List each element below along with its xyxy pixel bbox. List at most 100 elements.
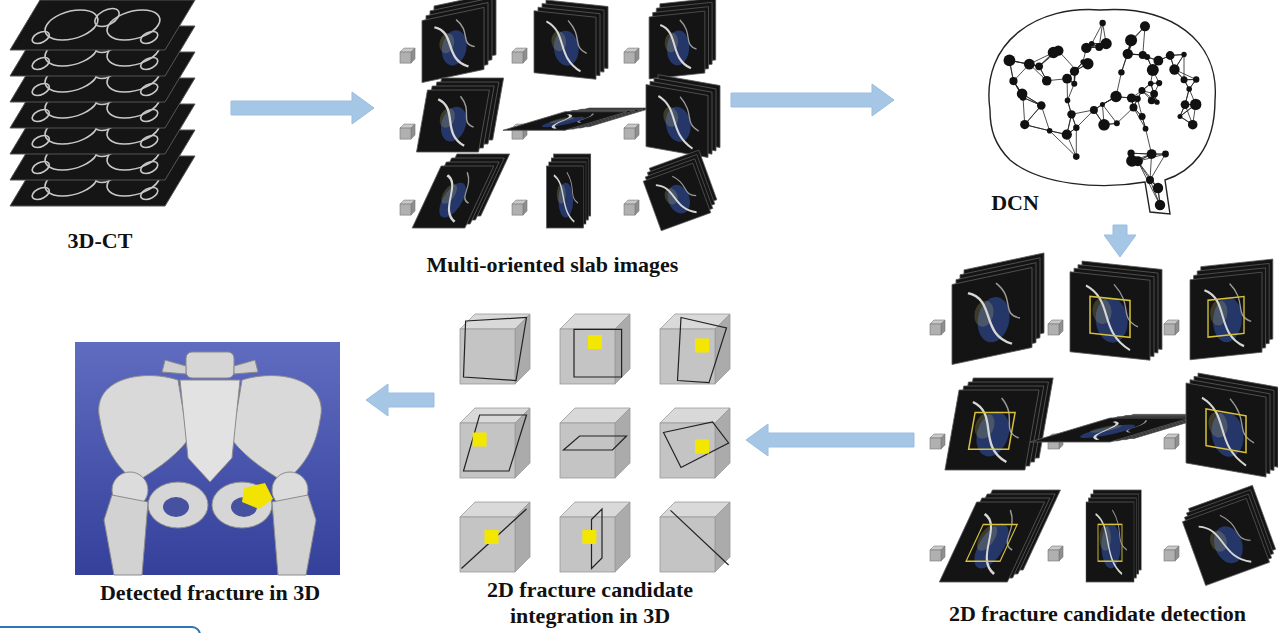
network-neuron [1123,49,1133,59]
network-neuron [1129,104,1137,112]
icon-front [400,128,411,139]
bone-edge [672,171,696,201]
slab-image [1070,272,1150,360]
bone-edge [1114,284,1138,327]
detection-grid [930,253,1278,586]
slab-grid [400,0,720,231]
tissue-tint [533,117,593,127]
network-neuron [1181,76,1188,83]
stage-node: 3D-CT [5,0,225,262]
bone-edge [1220,508,1251,547]
bone-edge [658,96,692,149]
network-neuron [1024,59,1035,70]
flow-arrow [1104,225,1136,257]
bone-outline [29,188,52,200]
network-neuron [1148,81,1154,87]
stage-node: 2D fracture candidate integration in 3D [440,305,740,631]
bone-outline [91,8,124,26]
tissue-tint [545,117,580,123]
network-neuron [1140,21,1150,31]
network-link [1076,128,1077,157]
slab-stack [945,378,1053,470]
bone-edge [453,172,483,203]
slab-image [1086,502,1134,582]
network-neuron [1153,56,1163,66]
icon-side [411,48,415,63]
icon-front [930,438,941,449]
cube-front [460,329,515,384]
bone-edge [995,398,1026,438]
sacrum [180,380,240,482]
slab-group [945,378,1053,470]
slab-group [1190,259,1273,360]
bone-outline [29,110,52,122]
bone-edge [562,114,612,123]
slab-stack [1070,260,1162,362]
network-neuron [1098,119,1110,131]
arrow-shape [231,92,374,124]
icon-side [1059,546,1063,561]
arrow-shape [746,424,914,456]
slice-plane [464,415,527,471]
slab-image [643,163,711,231]
icon-side [1175,546,1179,561]
orientation-icon [512,48,527,63]
bone-outline [138,188,161,200]
icon-front [1164,324,1175,335]
icon-side [635,200,639,215]
tissue-tint [973,413,997,439]
bone-edge [1230,281,1252,323]
bone-edge [567,172,578,203]
slab-image [649,11,705,79]
network-neuron [1114,120,1120,126]
bone-outline [29,136,52,148]
icon-front [624,204,635,215]
slab-stack [503,108,651,130]
slice-plane [464,318,527,381]
bone-edge [1086,285,1130,350]
stage-node: Detected fracture in 3D [60,340,360,625]
bone-edge [1230,399,1254,443]
volume-cube [460,408,530,478]
network-link [1184,54,1185,79]
stage-node: 2D fracture candidate detection [920,263,1275,631]
network-neuron [1065,98,1071,104]
candidate-box [966,524,1017,561]
volume-cube [660,502,730,572]
slab-group [939,490,1060,582]
network-neuron [1047,128,1053,134]
bone-edge [1106,420,1170,432]
network-neuron [1155,200,1165,210]
arrow-shape [366,384,434,416]
network-neuron [1131,36,1136,41]
icon-side [1175,320,1179,335]
icon-side [1175,434,1179,449]
network-neuron [1125,34,1137,46]
flow-arrow [366,384,434,416]
slab-stack [1186,371,1278,479]
cube-side [615,408,630,478]
network-neuron [1143,126,1149,132]
icon-front [624,128,635,139]
network-neuron [1153,183,1163,193]
flow-arrow [731,84,894,116]
fracture-voxel [695,339,709,353]
stage-caption: DCN [960,190,1070,216]
slab-image [422,7,484,82]
network-neuron [1070,67,1079,76]
icon-side [411,200,415,215]
slab-group [412,154,509,228]
slab-group [952,253,1044,365]
stage-caption: 3D-CT [5,228,195,254]
slab-stack [1086,490,1141,582]
ct-slice [10,0,195,50]
slab-stack [640,150,721,231]
volume-cube [460,314,530,384]
tissue-tint [1084,425,1129,433]
bone-edge [992,510,1031,550]
network-neuron [1134,96,1141,103]
fracture-voxel [473,433,487,447]
bone-edge [680,18,697,51]
slab-stack [534,0,608,81]
slab-stack [1179,485,1278,585]
